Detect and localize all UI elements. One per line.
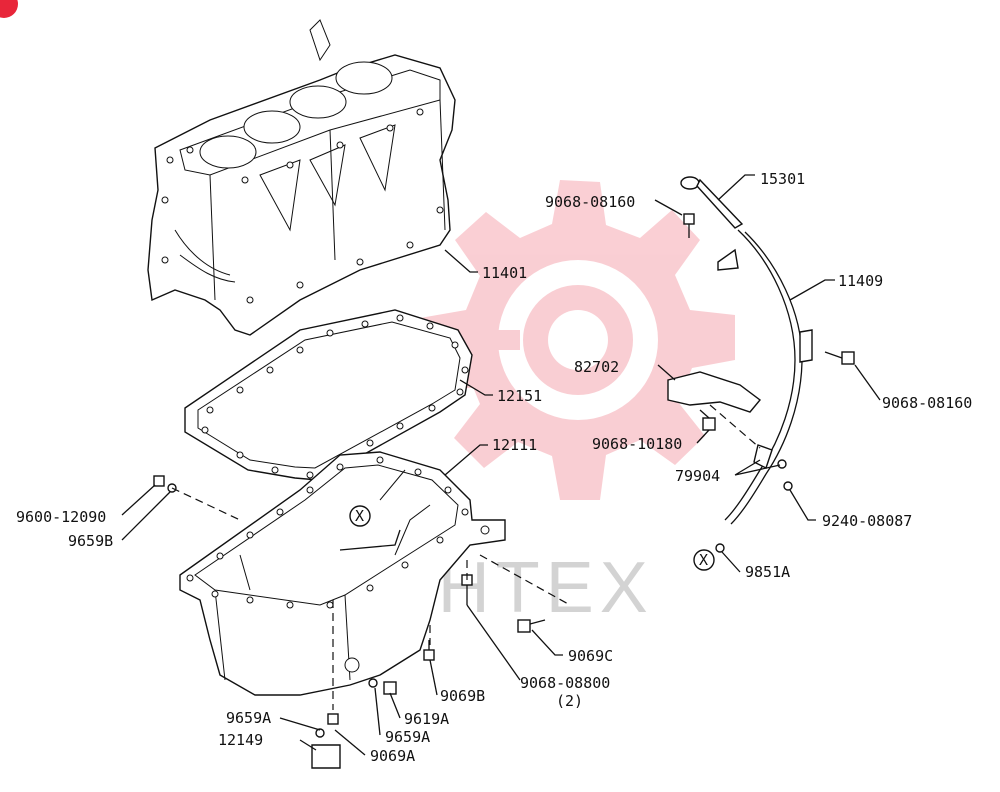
- label-9659A-left: 9659A: [226, 709, 271, 727]
- label-15301: 15301: [760, 170, 805, 188]
- watermark-logo: [330, 180, 735, 500]
- fasteners: [153, 213, 855, 769]
- svg-text:X: X: [355, 507, 364, 525]
- oil-pan-gasket: [184, 309, 473, 481]
- label-9659A-right: 9659A: [385, 728, 430, 746]
- label-9659B: 9659B: [68, 532, 113, 550]
- label-9069C: 9069C: [568, 647, 613, 665]
- callout-labels: 11401 12151 12111 15301 11409 9068-08160…: [16, 170, 972, 765]
- dipstick-assembly: [667, 176, 813, 525]
- ref-x-tube-marker: X: [693, 549, 715, 571]
- label-11409: 11409: [838, 272, 883, 290]
- label-9619A: 9619A: [404, 710, 449, 728]
- label-9240-08087: 9240-08087: [822, 512, 912, 530]
- label-9600-12090: 9600-12090: [16, 508, 106, 526]
- engine-block: [147, 19, 456, 336]
- label-12149: 12149: [218, 731, 263, 749]
- ref-x-pan-marker: X: [339, 505, 401, 551]
- label-9068-10180: 9068-10180: [592, 435, 682, 453]
- label-11401: 11401: [482, 264, 527, 282]
- label-12111: 12111: [492, 436, 537, 454]
- alignment-lines: [171, 404, 761, 710]
- label-9068-08160-top: 9068-08160: [545, 193, 635, 211]
- label-82702: 82702: [574, 358, 619, 376]
- label-9851A: 9851A: [745, 563, 790, 581]
- oil-pan: [179, 451, 506, 696]
- label-9069B: 9069B: [440, 687, 485, 705]
- label-9069A: 9069A: [370, 747, 415, 765]
- label-qty-2: (2): [556, 692, 583, 710]
- leader-lines: [121, 174, 881, 756]
- label-9068-08160-right: 9068-08160: [882, 394, 972, 412]
- label-9068-08800: 9068-08800: [520, 674, 610, 692]
- label-79904: 79904: [675, 467, 720, 485]
- label-12151: 12151: [497, 387, 542, 405]
- corner-badge: [0, 0, 18, 18]
- svg-text:X: X: [699, 551, 708, 569]
